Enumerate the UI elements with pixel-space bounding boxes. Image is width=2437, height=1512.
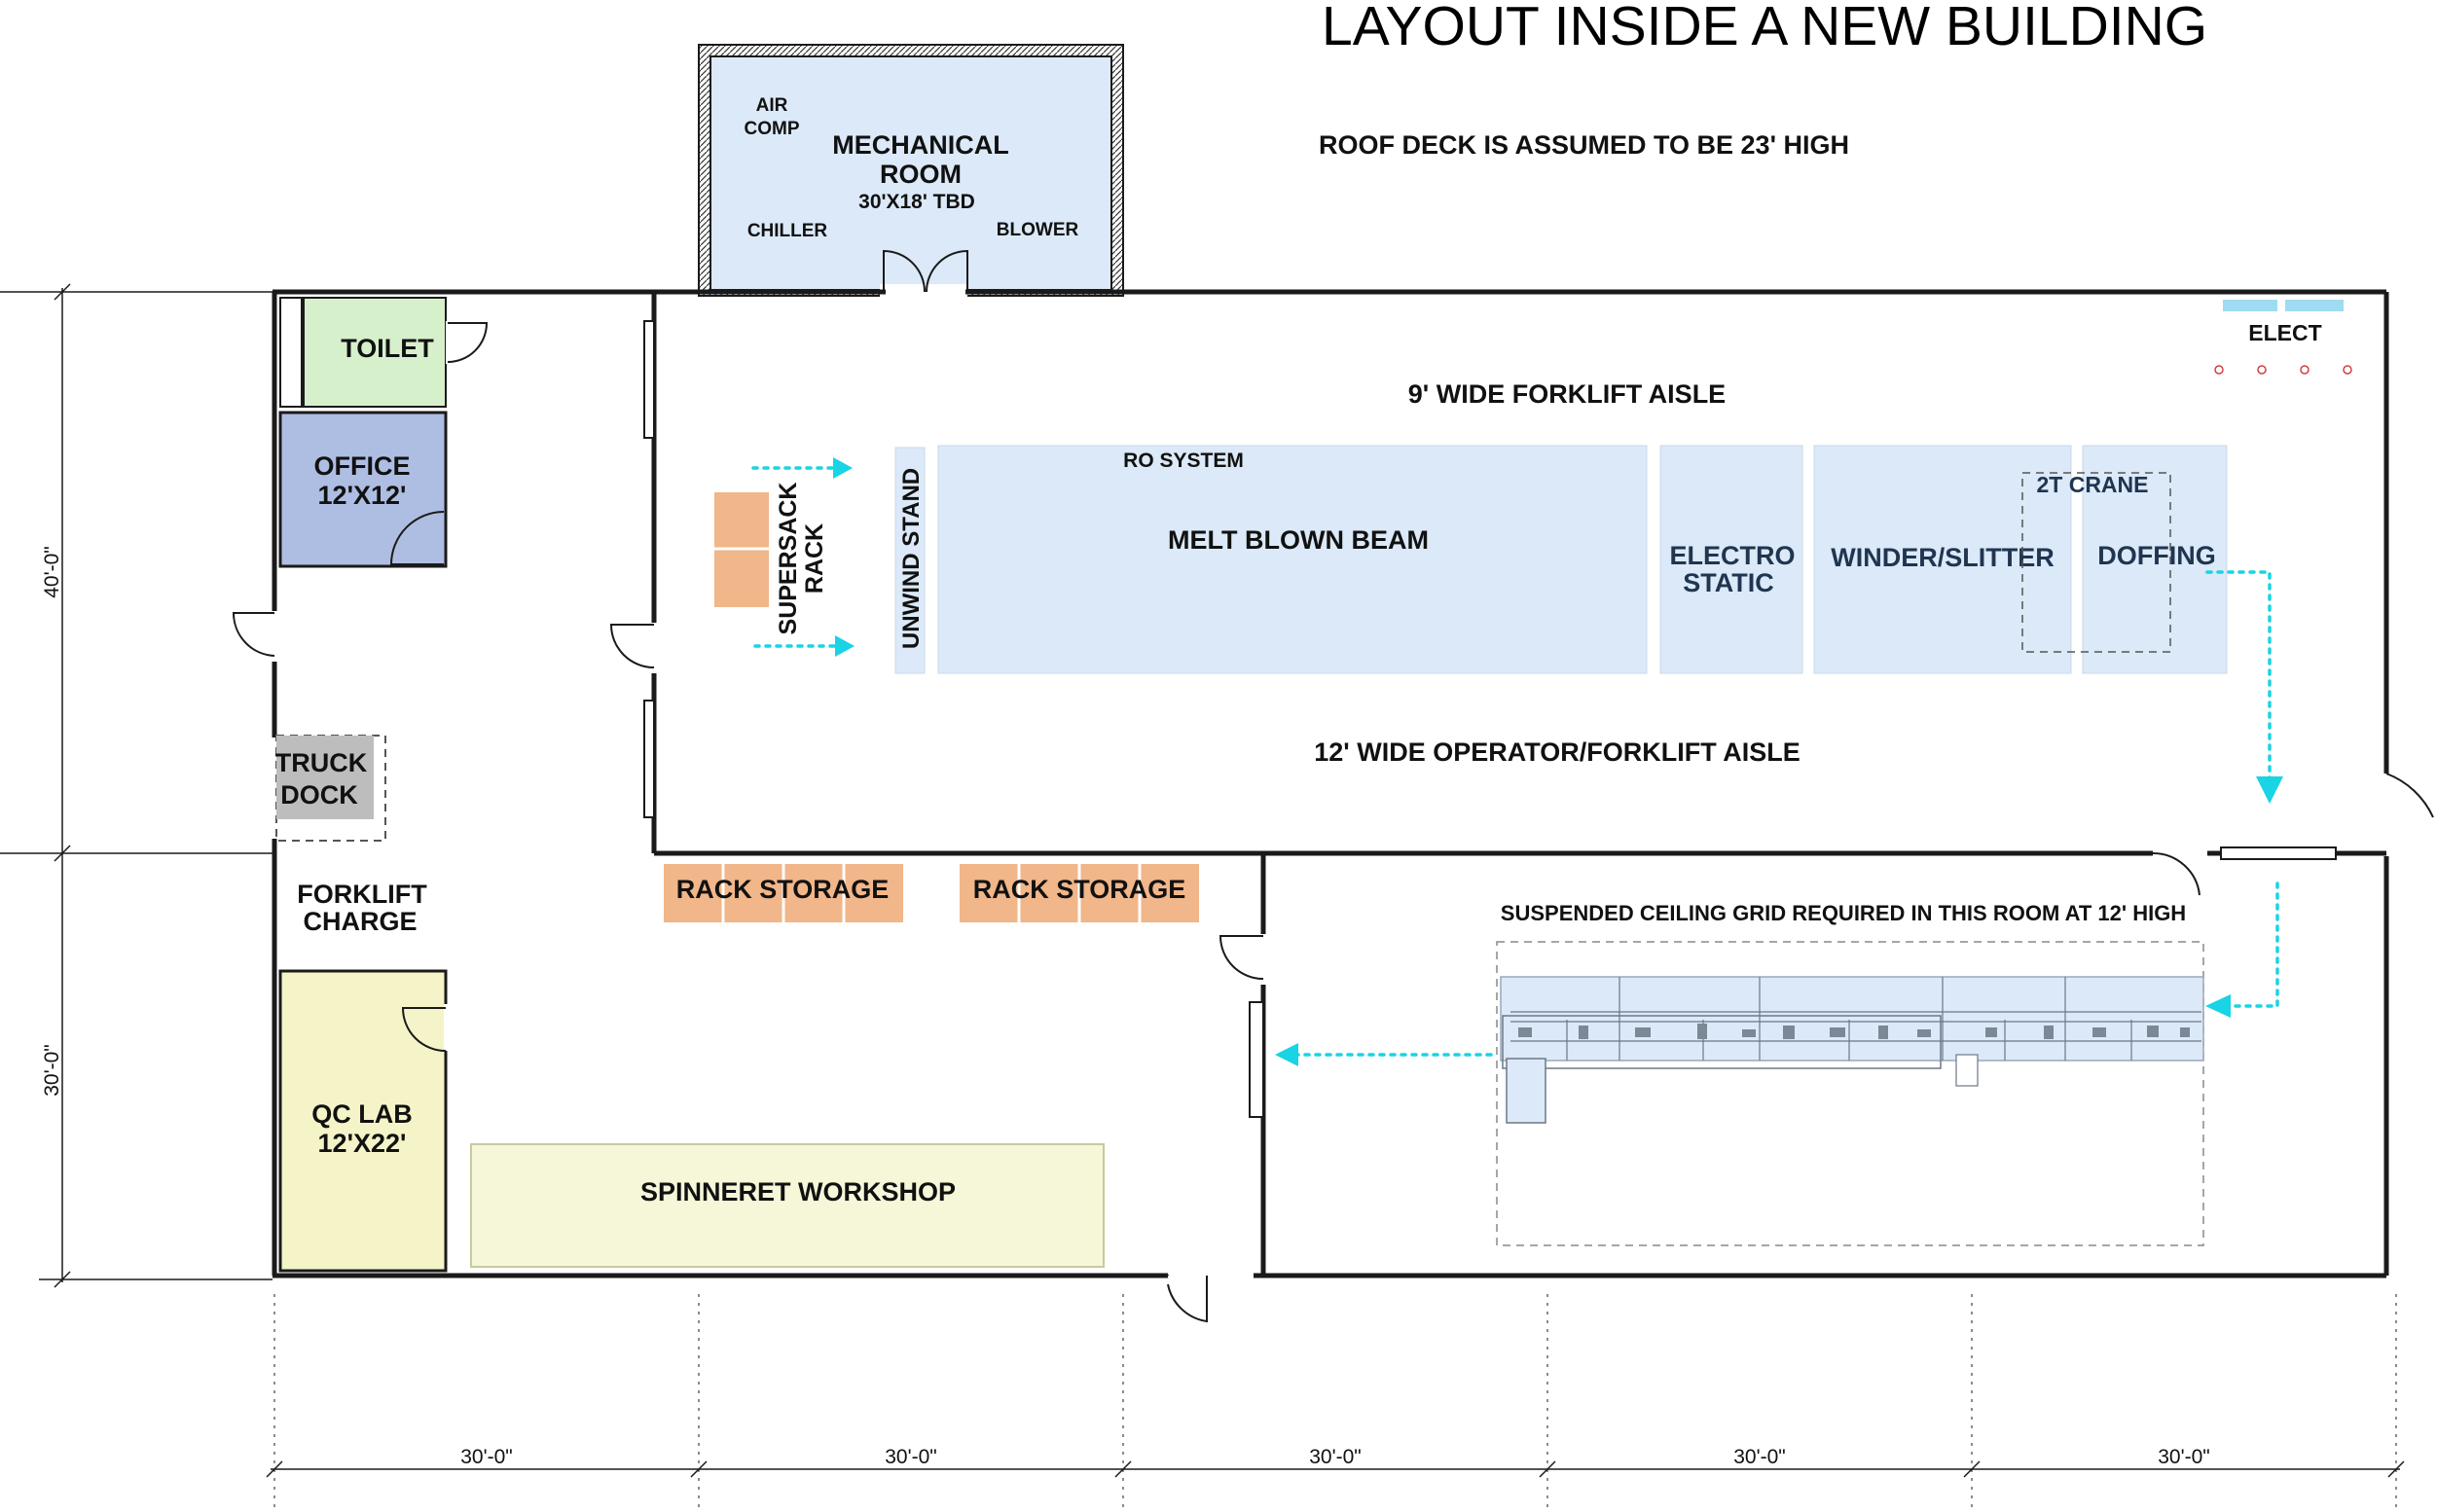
electrical-panel [2223,300,2277,311]
toilet-room: TOILET [279,297,489,408]
rack-storage-right-label: RACK STORAGE [973,875,1186,904]
mechanical-room-size: 30'X18' TBD [858,191,975,213]
ceiling-grid-note: SUSPENDED CEILING GRID REQUIRED IN THIS … [1501,901,2186,925]
electrostatic-unit [1659,445,1803,674]
spinneret-workshop: SPINNERET WORKSHOP [470,1143,1105,1268]
dimension-bottom-5: 30'-0" [2158,1446,2210,1468]
truck-dock-label-2: DOCK [280,780,358,810]
melt-blown-beam-label: MELT BLOWN BEAM [1168,525,1429,555]
converting-room: SUSPENDED CEILING GRID REQUIRED IN THIS … [1496,901,2204,1246]
winder-slitter [1813,445,2072,674]
truck-dock: TRUCK DOCK [275,735,386,842]
unwind-stand [894,447,926,674]
doffing-station [2082,445,2228,674]
drawing-title: LAYOUT INSIDE A NEW BUILDING [1322,0,2207,57]
forklift-aisle-label: 9' WIDE FORKLIFT AISLE [1408,379,1726,409]
mechanical-room: MECHANICAL ROOM 30'X18' TBD AIR COMP CHI… [698,44,1124,300]
ceiling-grid-area [1496,941,2204,1246]
rack-storage-left-label: RACK STORAGE [676,875,890,904]
qc-lab-room: QC LAB 12'X22' [278,969,452,1273]
winder-slitter-label: WINDER/SLITTER [1831,543,2055,572]
air-comp-label-2: COMP [745,119,800,139]
production-hall: 9' WIDE FORKLIFT AISLE 12' WIDE OPERATOR… [714,300,2352,767]
qc-lab-size: 12'X22' [318,1129,407,1158]
electrostatic-label-2: STATIC [1683,568,1774,597]
dimension-bottom-3: 30'-0" [1309,1446,1362,1468]
mechanical-room-title-2: ROOM [880,160,962,189]
office-size: 12'X12' [318,481,407,510]
supersack-label-2: RACK [801,523,828,594]
operator-aisle-label: 12' WIDE OPERATOR/FORKLIFT AISLE [1314,738,1800,767]
exterior-walls [232,289,2434,1323]
mechanical-room-title-1: MECHANICAL [832,130,1009,160]
spinneret-workshop-label: SPINNERET WORKSHOP [640,1177,956,1206]
crane-label: 2T CRANE [2036,472,2148,497]
unwind-stand-label: UNWIND STAND [898,468,925,649]
material-flow-arrows [751,457,2283,1066]
supersack-label-1: SUPERSACK [775,483,802,635]
dimension-bottom-1: 30'-0" [460,1446,513,1468]
rack-storage-right: RACK STORAGE [960,864,1199,922]
dimension-left-upper: 40'-0" [41,546,63,598]
office-label: OFFICE [314,451,411,481]
converting-line-machine [1500,976,2204,1124]
interior-walls [609,292,2386,1276]
dimension-bottom-4: 30'-0" [1733,1446,1786,1468]
crane-zone [2021,472,2171,653]
air-comp-label-1: AIR [756,95,788,116]
melt-blown-beam [937,445,1648,674]
chiller-label: CHILLER [747,221,828,241]
dimension-left-lower: 30'-0" [41,1044,63,1097]
elect-label: ELECT [2248,320,2321,345]
truck-dock-label-1: TRUCK [275,748,368,777]
forklift-charge-label-1: FORKLIFT [297,880,427,909]
forklift-charge-label-2: CHARGE [303,907,417,936]
office-room: OFFICE 12'X12' [278,411,448,568]
roof-deck-note: ROOF DECK IS ASSUMED TO BE 23' HIGH [1319,130,1849,160]
dimension-lines [0,283,2405,1512]
blower-label: BLOWER [997,220,1079,240]
ro-system-label: RO SYSTEM [1123,450,1244,472]
toilet-label: TOILET [341,334,434,363]
doffing-label: DOFFING [2097,541,2216,570]
rack-storage-left: RACK STORAGE [664,864,903,922]
electrostatic-label-1: ELECTRO [1669,541,1795,570]
qc-lab-label: QC LAB [311,1099,413,1129]
dimension-bottom-2: 30'-0" [885,1446,937,1468]
